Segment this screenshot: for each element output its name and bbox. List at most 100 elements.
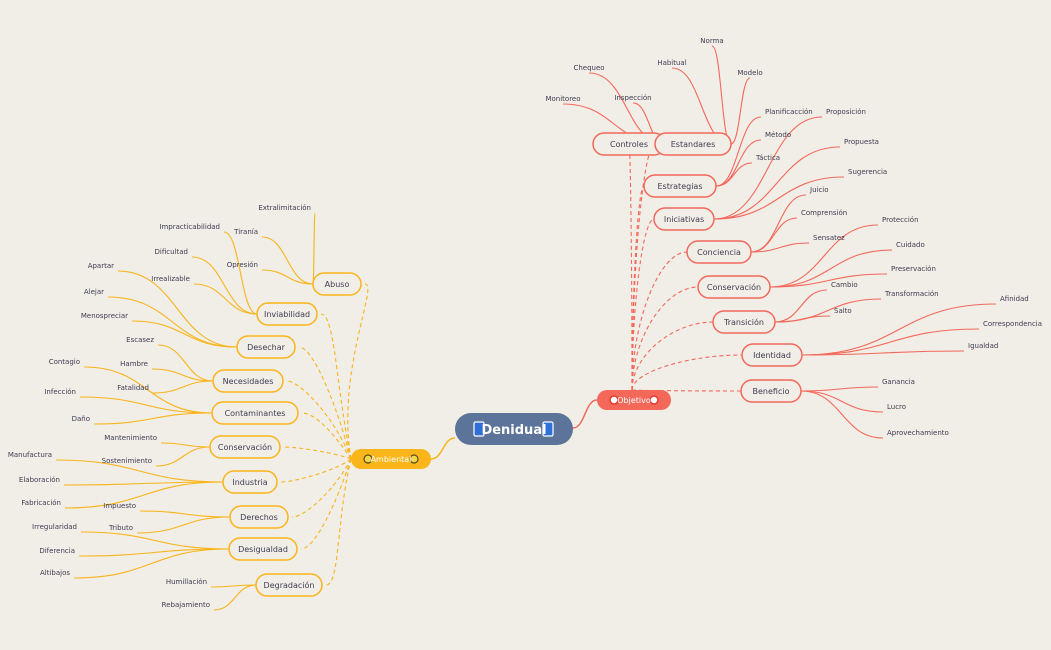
leaf-topic[interactable]: Daño	[72, 415, 90, 423]
ambiental-topic[interactable]: Degradación	[255, 573, 323, 597]
leaf-topic[interactable]: Proposición	[826, 108, 866, 116]
leaf-topic[interactable]: Método	[765, 131, 791, 139]
topic-label: Conservación	[218, 442, 272, 452]
leaf-topic[interactable]: Alejar	[84, 288, 104, 296]
objetivo-topic[interactable]: Controles	[592, 132, 666, 156]
leaf-topic[interactable]: Escasez	[126, 336, 154, 344]
leaf-topic[interactable]: Planificacción	[765, 108, 813, 116]
leaf-topic[interactable]: Humillación	[166, 578, 207, 586]
connector-line	[139, 510, 231, 518]
leaf-topic[interactable]: Dificultad	[155, 248, 188, 256]
leaf-topic[interactable]: Inspección	[614, 94, 651, 102]
ambiental-topic[interactable]: Inviabilidad	[256, 302, 318, 326]
connector-line	[157, 344, 214, 382]
leaf-topic[interactable]: Fabricación	[21, 499, 61, 507]
leaf-topic[interactable]: Impuesto	[103, 502, 136, 510]
central-topic[interactable]: Denidual	[455, 413, 573, 445]
leaf-topic[interactable]: Mantenimiento	[104, 434, 157, 442]
connector-line	[774, 298, 882, 323]
leaf-topic[interactable]: Diferencia	[39, 547, 75, 555]
topic-label: Conciencia	[697, 248, 741, 257]
objetivo-topic[interactable]: Conciencia	[686, 240, 752, 264]
objetivo-topic[interactable]: Beneficio	[740, 379, 802, 403]
topic-label: Iniciativas	[664, 215, 704, 224]
leaf-topic[interactable]: Norma	[700, 37, 723, 45]
leaf-topic[interactable]: Tiranía	[233, 228, 258, 236]
leaf-topic[interactable]: Táctica	[755, 154, 780, 162]
ambiental-topic[interactable]: Derechos	[229, 505, 289, 529]
leaf-topic[interactable]: Lucro	[887, 403, 906, 411]
connector-line	[631, 354, 743, 391]
leaf-topic[interactable]: Propuesta	[844, 138, 879, 146]
leaf-topic[interactable]: Comprensión	[801, 209, 847, 217]
leaf-topic[interactable]: Irregularidad	[32, 523, 77, 531]
leaf-topic[interactable]: Menospreciar	[81, 312, 128, 320]
ambiental-hub[interactable]: Ambiental	[351, 449, 431, 469]
ambiental-topic[interactable]: Necesidades	[212, 369, 284, 393]
connector-line	[291, 458, 352, 518]
leaf-topic[interactable]: Opresión	[227, 261, 258, 269]
leaf-topic[interactable]: Transformación	[884, 290, 939, 298]
leaf-topic[interactable]: Irrealizable	[151, 275, 190, 283]
connector-line	[713, 176, 845, 220]
leaf-topic[interactable]: Altibajos	[40, 569, 70, 577]
leaf-topic[interactable]: Sensatez	[813, 234, 845, 242]
objetivo-hub[interactable]: Objetivo	[597, 390, 671, 410]
objetivo-topic[interactable]: Transición	[712, 310, 776, 334]
topic-label: Estandares	[671, 140, 716, 149]
leaf-topic[interactable]: Elaboración	[19, 476, 60, 484]
objetivo-topic[interactable]: Conservación	[697, 275, 771, 299]
ambiental-topic[interactable]: Industria	[222, 470, 278, 494]
objetivo-topic[interactable]: Estrategias	[643, 174, 717, 198]
door-icon-left	[473, 421, 485, 437]
leaf-topic[interactable]: Cambio	[831, 281, 858, 289]
leaf-topic[interactable]: Contagio	[49, 358, 80, 366]
topic-label: Estrategias	[658, 182, 703, 191]
leaf-topic[interactable]: Preservación	[891, 265, 936, 273]
objetivo-topic[interactable]: Estandares	[654, 132, 732, 156]
leaf-topic[interactable]: Protección	[882, 216, 919, 224]
leaf-topic[interactable]: Ganancia	[882, 378, 915, 386]
topic-label: Degradación	[264, 580, 315, 590]
leaf-topic[interactable]: Chequeo	[573, 64, 604, 72]
ambiental-topic[interactable]: Contaminantes	[211, 401, 299, 425]
ambiental-topic[interactable]: Desechar	[236, 335, 296, 359]
leaf-topic[interactable]: Manufactura	[8, 451, 52, 459]
central-topic-label: Denidual	[481, 423, 546, 438]
objetivo-topic[interactable]: Iniciativas	[653, 207, 715, 231]
connector-line	[347, 283, 369, 460]
leaf-topic[interactable]: Rebajamiento	[162, 601, 210, 609]
connector-line	[280, 458, 352, 483]
topic-label: Desechar	[247, 343, 286, 352]
leaf-topic[interactable]: Tributo	[108, 524, 133, 532]
leaf-topic[interactable]: Igualdad	[968, 342, 998, 350]
leaf-topic[interactable]: Impracticabilidad	[159, 223, 220, 231]
leaf-topic[interactable]: Aprovechamiento	[887, 429, 949, 437]
connector-line	[713, 146, 841, 220]
leaf-topic[interactable]: Apartar	[88, 262, 114, 270]
leaf-topic[interactable]: Correspondencia	[983, 320, 1042, 328]
leaf-topic[interactable]: Afinidad	[1000, 295, 1029, 303]
leaf-topic[interactable]: Monitoreo	[545, 95, 580, 103]
leaf-topic[interactable]: Modelo	[737, 69, 762, 77]
leaf-topic[interactable]: Salto	[834, 307, 852, 315]
connector-line	[55, 459, 224, 483]
leaf-topic[interactable]: Hambre	[120, 360, 148, 368]
leaf-topic[interactable]: Fatalidad	[117, 384, 149, 392]
leaf-topic[interactable]: Extralimitación	[258, 204, 311, 212]
ambiental-topic[interactable]: Desigualdad	[228, 537, 298, 561]
ambiental-topic[interactable]: Conservación	[209, 435, 281, 459]
leaf-topic[interactable]: Infección	[44, 388, 76, 396]
objetivo-topic[interactable]: Identidad	[741, 343, 803, 367]
leaf-topic[interactable]: Habitual	[657, 59, 686, 67]
connector-line	[430, 437, 456, 460]
topic-label: Desigualdad	[238, 545, 288, 554]
leaf-topic[interactable]: Juicio	[809, 186, 829, 194]
leaf-topic[interactable]: Sostenimiento	[102, 457, 152, 465]
connector-line	[191, 256, 258, 315]
ambiental-topic[interactable]: Abuso	[312, 272, 362, 296]
leaf-topic[interactable]: Cuidado	[896, 241, 925, 249]
leaf-topic[interactable]: Sugerencia	[848, 168, 887, 176]
topic-label: Controles	[610, 140, 648, 149]
